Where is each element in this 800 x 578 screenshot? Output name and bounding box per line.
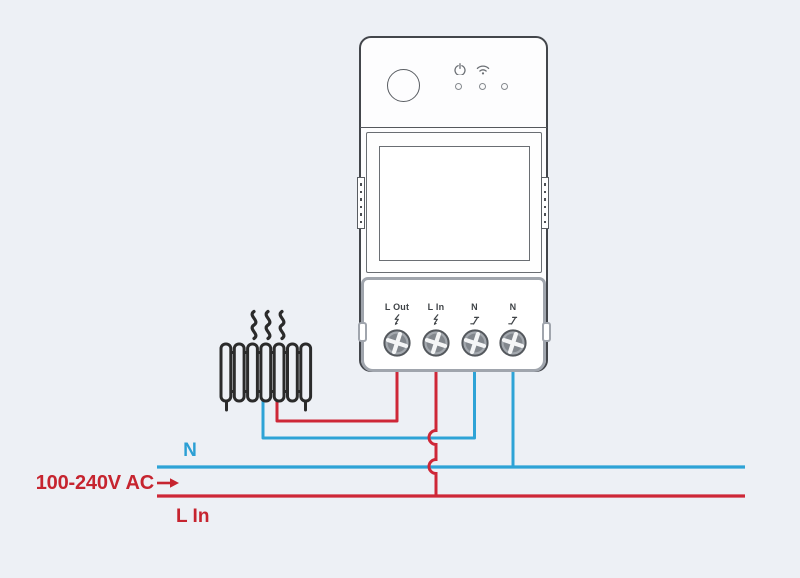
terminal-screw-n1	[460, 329, 489, 357]
terminal-screw-l-in	[422, 329, 450, 357]
terminal-label-n1: N	[471, 302, 478, 312]
supply-voltage-label: 100-240V AC	[35, 472, 154, 494]
neutral-line-label: N	[183, 440, 197, 461]
din-clip-left	[357, 177, 365, 229]
radiator-heater-icon	[219, 309, 313, 412]
terminal-label-n2: N	[509, 302, 517, 312]
device-section-divider	[360, 127, 547, 128]
led-indicator-1	[455, 83, 462, 90]
device-power-button	[387, 69, 420, 102]
terminal-label-l-out: L Out	[384, 302, 410, 312]
led-indicator-2	[479, 83, 486, 90]
terminal-screw-l-out	[383, 329, 411, 357]
heat-waves-icon	[250, 309, 286, 341]
terminal-block-notch-left	[358, 322, 367, 342]
neutral-symbol-icon	[508, 316, 518, 325]
supply-arrow-icon	[157, 478, 179, 488]
wire-neutral-load	[261, 371, 476, 440]
led-indicator-3	[501, 83, 508, 90]
device-screen	[379, 146, 530, 261]
neutral-symbol-icon	[469, 316, 479, 325]
power-icon	[454, 63, 466, 75]
live-in-line-label: L In	[176, 506, 210, 527]
lightning-icon	[394, 314, 400, 326]
wire-live-out	[275, 371, 399, 423]
terminal-screw-n2	[499, 329, 527, 357]
wire-live-in	[427, 371, 438, 496]
terminal-block-notch-right	[542, 322, 551, 342]
wifi-icon	[476, 65, 490, 75]
lightning-icon	[433, 314, 439, 326]
din-clip-right	[541, 177, 549, 229]
terminal-label-l-in: L In	[427, 302, 445, 312]
